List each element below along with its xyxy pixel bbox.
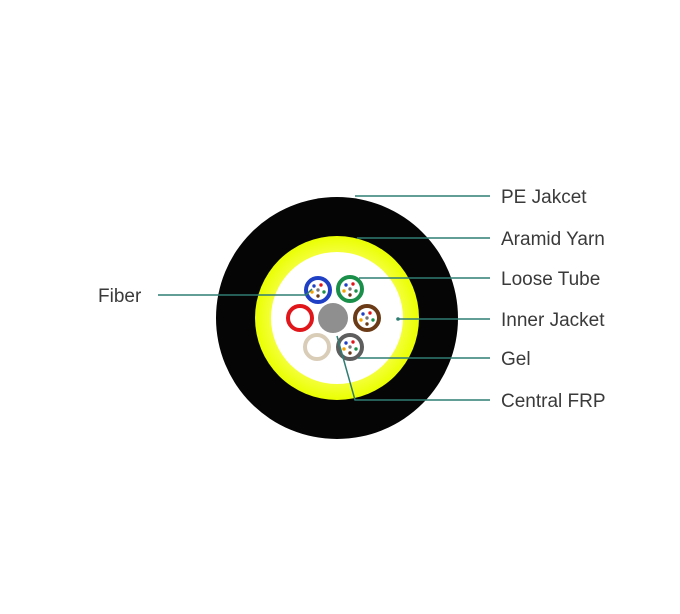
leader-dot-inner-jacket [396, 317, 400, 321]
label-central-frp: Central FRP [501, 391, 606, 412]
loose-tube-slate [336, 333, 364, 361]
label-gel: Gel [501, 349, 531, 370]
label-pe-jacket: PE Jakcet [501, 187, 587, 208]
leader-line-fiber [158, 288, 313, 296]
label-aramid-yarn: Aramid Yarn [501, 229, 605, 250]
central-frp [318, 303, 348, 333]
leader-line-central-frp [336, 335, 490, 401]
label-loose-tube: Loose Tube [501, 269, 600, 290]
loose-tube-green [336, 275, 364, 303]
label-inner-jacket: Inner Jacket [501, 310, 605, 331]
loose-tube-natural [303, 333, 331, 361]
loose-tube-red [286, 304, 314, 332]
loose-tube-blue [304, 276, 332, 304]
loose-tube-brown [353, 304, 381, 332]
label-fiber: Fiber [98, 286, 142, 307]
